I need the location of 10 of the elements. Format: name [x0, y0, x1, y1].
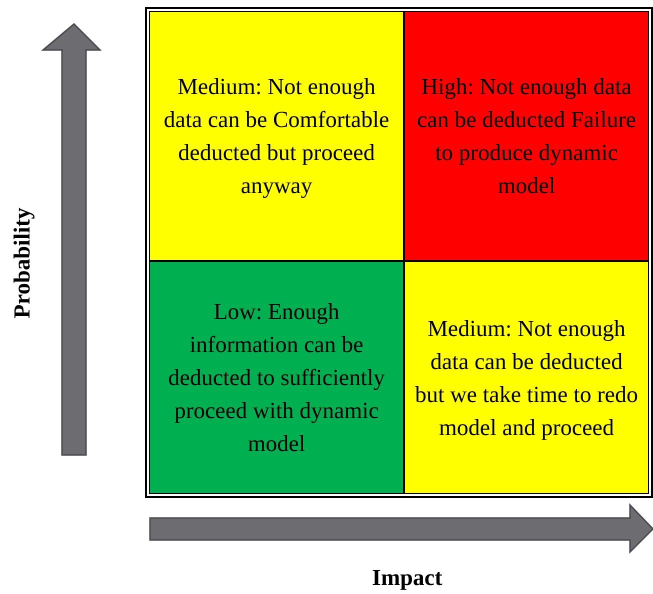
axis-label: Probability: [8, 208, 35, 318]
axis-label: Impact: [372, 565, 442, 591]
cell-text: Low: Enough information can be deducted to sufficiently proceed with dynamic model: [167, 298, 386, 458]
cell-text: Medium: Not enough data can be Comfortable deducted but proceed anyway: [162, 73, 390, 200]
cell-text: High: Not enough data can be deducted Failure to produce dynamic model: [416, 73, 638, 200]
risk-cell: [149, 261, 404, 494]
risk-cell: [149, 11, 404, 261]
cell-text: Medium: Not enough data can be deducted but we take time to redo model and proceed: [414, 314, 639, 442]
risk-cell: [404, 261, 649, 494]
risk-cell: [404, 11, 649, 261]
